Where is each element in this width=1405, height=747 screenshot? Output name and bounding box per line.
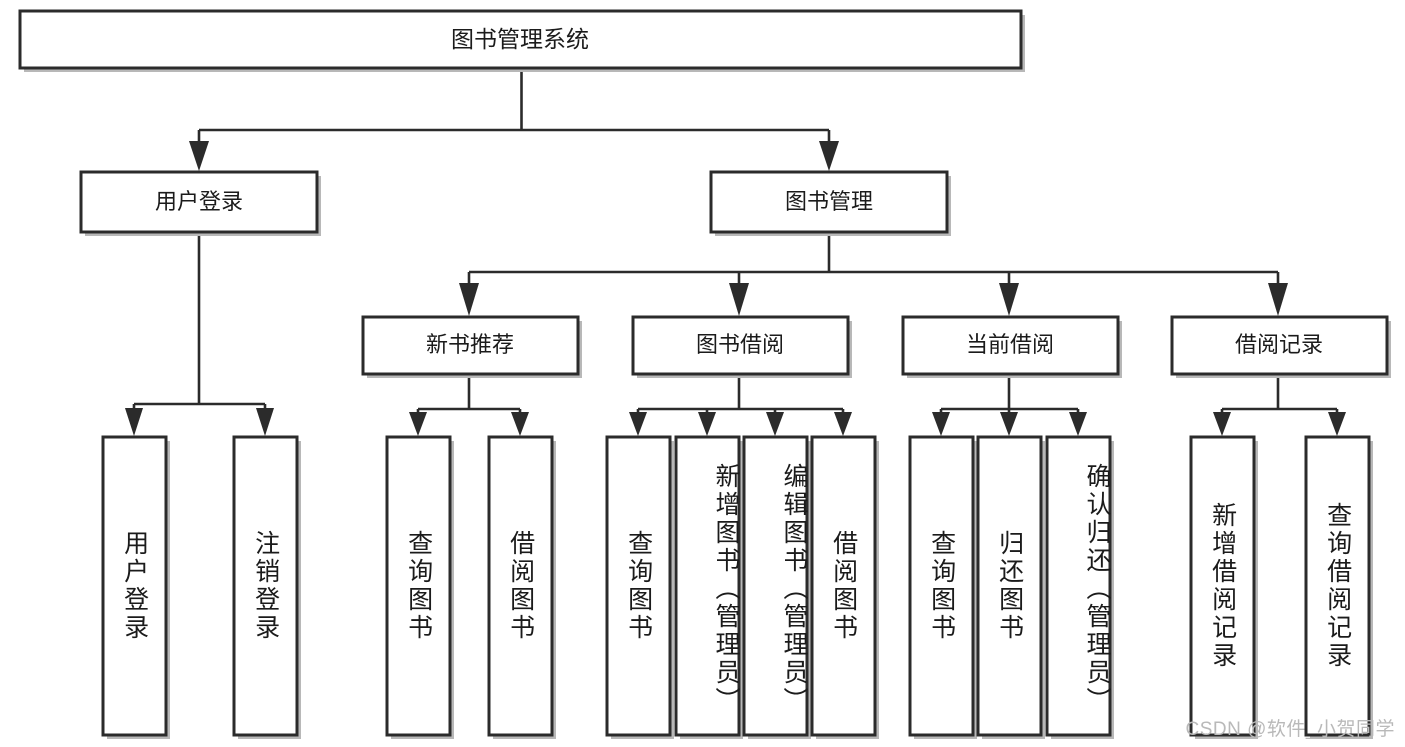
arrow-to-leaf-edit-book [766,412,784,436]
arrow-to-new-book-rec [459,283,479,316]
arrow-to-leaf-user-logout [256,408,274,436]
arrow-to-leaf-query-book-2 [629,412,647,436]
arrow-to-leaf-query-book-1 [409,412,427,436]
csdn-watermark: CSDN @软件_小贺同学 [1185,719,1395,740]
leaf-return-book-box[interactable] [976,435,1043,737]
book-borrow-box[interactable] [631,315,850,376]
leaf-add-record-box[interactable] [1189,435,1256,737]
book-manage-box[interactable] [709,170,949,234]
borrow-record-box[interactable] [1170,315,1389,376]
borrow-record-label: 借阅记录 [1235,332,1323,357]
leaf-edit-book-box[interactable] [742,435,809,737]
node-leaf-query-record[interactable] [1304,435,1373,739]
arrow-to-book-manage [819,141,839,171]
book-manage-label: 图书管理 [785,189,873,214]
arrow-to-current-borrow [999,283,1019,316]
leaf-user-login-box[interactable] [101,435,168,737]
leaf-query-record-box[interactable] [1304,435,1371,737]
node-leaf-edit-book[interactable] [742,435,811,739]
arrow-to-borrow-record [1268,283,1288,316]
node-leaf-user-logout[interactable] [232,435,301,739]
node-root[interactable]: 图书管理系统 [18,9,1025,72]
user-login-box[interactable] [79,170,319,234]
user-login-label: 用户登录 [155,189,243,214]
root-label: 图书管理系统 [451,26,589,52]
new-book-rec-label: 新书推荐 [426,332,514,357]
node-leaf-query-book-2[interactable] [605,435,674,739]
node-leaf-query-book-3[interactable] [908,435,977,739]
book-borrow-label: 图书借阅 [696,332,784,357]
leaf-query-book-2-box[interactable] [605,435,672,737]
node-leaf-user-login[interactable] [101,435,170,739]
leaf-node-layer [101,435,1373,739]
leaf-query-book-3-box[interactable] [908,435,975,737]
arrow-to-leaf-user-login [125,408,143,436]
node-current-borrow[interactable]: 当前借阅 [901,315,1122,378]
leaf-borrow-book-2-box[interactable] [810,435,877,737]
arrow-to-leaf-return-book [1000,412,1018,436]
leaf-query-book-1-box[interactable] [385,435,452,737]
node-new-book-rec[interactable]: 新书推荐 [361,315,582,378]
leaf-add-book-box[interactable] [674,435,741,737]
leaf-borrow-book-1-box[interactable] [487,435,554,737]
node-leaf-add-book[interactable] [674,435,743,739]
node-book-borrow[interactable]: 图书借阅 [631,315,852,378]
arrow-to-leaf-borrow-book-1 [511,412,529,436]
arrow-to-leaf-add-book [698,412,716,436]
node-borrow-record[interactable]: 借阅记录 [1170,315,1391,378]
arrow-to-user-login [189,141,209,171]
arrow-to-leaf-add-record [1213,412,1231,436]
node-leaf-borrow-book-2[interactable] [810,435,879,739]
node-leaf-return-book[interactable] [976,435,1045,739]
node-leaf-query-book-1[interactable] [385,435,454,739]
arrow-to-leaf-confirm-return [1069,412,1087,436]
node-leaf-add-record[interactable] [1189,435,1258,739]
current-borrow-label: 当前借阅 [966,332,1054,357]
arrow-to-leaf-borrow-book-2 [834,412,852,436]
current-borrow-box[interactable] [901,315,1120,376]
leaf-user-logout-box[interactable] [232,435,299,737]
root-box[interactable] [18,9,1023,70]
node-book-manage[interactable]: 图书管理 [709,170,951,236]
node-leaf-confirm-return[interactable] [1045,435,1114,739]
arrow-to-leaf-query-book-3 [932,412,950,436]
node-leaf-borrow-book-1[interactable] [487,435,556,739]
new-book-rec-box[interactable] [361,315,580,376]
arrow-to-book-borrow [729,283,749,316]
leaf-confirm-return-box[interactable] [1045,435,1112,737]
node-user-login[interactable]: 用户登录 [79,170,321,236]
arrow-to-leaf-query-record [1328,412,1346,436]
connector-layer [125,68,1346,436]
